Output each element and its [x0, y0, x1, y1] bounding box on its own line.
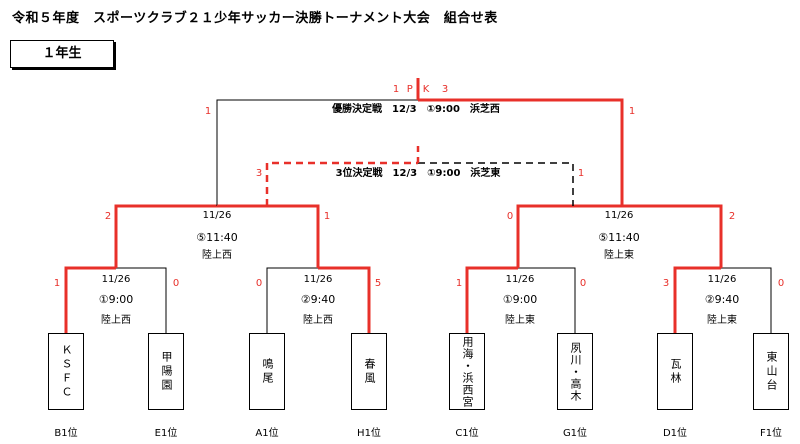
qf4-time: ②9:40	[704, 293, 740, 306]
qf4-score-left: 3	[662, 278, 670, 289]
sf2-venue: 陸上東	[604, 250, 634, 261]
qf2-score-right: 5	[374, 278, 382, 289]
sf1-left-line	[114, 204, 217, 268]
team-box-shukugawa-takagi: 夙川・高木	[557, 333, 593, 410]
team-name: 甲陽園	[160, 350, 173, 393]
third-place-label: 3位決定戦 12/3 ①9:00 浜芝東	[335, 168, 501, 179]
team-seed: D1位	[662, 428, 688, 439]
qf1-left-line	[64, 266, 116, 333]
qf1-venue: 陸上西	[101, 315, 131, 326]
qf1-time: ①9:00	[98, 293, 134, 306]
third-score-left: 3	[255, 168, 263, 179]
third-left-line	[265, 161, 418, 206]
final-left-line	[216, 99, 418, 206]
final-score-right: 1	[628, 106, 636, 117]
third-right-line	[418, 162, 574, 206]
team-name: 春風	[363, 357, 376, 386]
sf1-venue: 陸上西	[202, 250, 232, 261]
final-pk-left: 1	[392, 84, 400, 95]
final-right-line	[418, 98, 624, 206]
qf2-right-line	[318, 266, 371, 333]
team-seed: H1位	[357, 428, 381, 439]
team-box-ksfc: ＫＳＦＣ	[48, 333, 84, 410]
team-box-kawarabayashi: 瓦林	[657, 333, 693, 410]
team-name: ＫＳＦＣ	[60, 343, 73, 400]
team-box-harukaze: 春風	[351, 333, 387, 410]
qf4-score-right: 0	[777, 278, 785, 289]
sf2-score-right: 2	[728, 211, 736, 222]
sf2-time: ⑤11:40	[598, 231, 640, 244]
sf1-time: ⑤11:40	[196, 231, 238, 244]
team-seed: B1位	[54, 428, 78, 439]
team-box-koyoen: 甲陽園	[148, 333, 184, 410]
qf1-score-left: 1	[53, 278, 61, 289]
qf2-left-line	[266, 267, 318, 333]
qf1-date: 11/26	[101, 274, 131, 285]
qf4-venue: 陸上東	[707, 315, 737, 326]
page-title: 令和５年度 スポーツクラブ２１少年サッカー決勝トーナメント大会 組合せ表	[12, 11, 498, 26]
team-box-yoken-hamanishinomiya: 用海・浜西宮	[449, 333, 485, 410]
sf1-score-right: 1	[323, 211, 331, 222]
qf3-left-line	[465, 266, 518, 333]
sf1-score-left: 2	[104, 211, 112, 222]
team-name: 東山台	[765, 350, 778, 393]
final-pk-right: 3	[441, 84, 449, 95]
sf1-date: 11/26	[202, 210, 232, 221]
final-pk-label: P K	[406, 84, 430, 95]
qf4-date: 11/26	[707, 274, 737, 285]
final-label: 優勝決定戦 12/3 ①9:00 浜芝西	[332, 104, 500, 115]
grade-label: １年生	[10, 40, 114, 68]
qf3-time: ①9:00	[502, 293, 538, 306]
team-name: 鳴尾	[261, 357, 274, 386]
team-name: 用海・浜西宮	[461, 335, 474, 408]
qf3-right-line	[518, 267, 576, 333]
final-score-left: 1	[204, 106, 212, 117]
team-name: 瓦林	[669, 357, 682, 386]
team-seed: E1位	[154, 428, 178, 439]
qf2-time: ②9:40	[300, 293, 336, 306]
third-score-right: 1	[577, 168, 585, 179]
qf3-score-left: 1	[455, 278, 463, 289]
team-seed: G1位	[562, 428, 588, 439]
sf2-score-left: 0	[506, 211, 514, 222]
sf2-date: 11/26	[604, 210, 634, 221]
qf3-venue: 陸上東	[505, 315, 535, 326]
team-seed: C1位	[455, 428, 479, 439]
qf2-venue: 陸上西	[303, 315, 333, 326]
team-seed: A1位	[255, 428, 279, 439]
qf2-date: 11/26	[303, 274, 333, 285]
team-box-naruo: 鳴尾	[249, 333, 285, 410]
qf4-left-line	[673, 266, 721, 333]
team-name: 夙川・高木	[569, 341, 582, 402]
qf2-score-left: 0	[255, 278, 263, 289]
sf2-right-line	[622, 204, 723, 268]
team-seed: F1位	[759, 428, 783, 439]
qf4-right-line	[721, 267, 772, 333]
team-box-higashiyamadai: 東山台	[753, 333, 789, 410]
qf3-date: 11/26	[505, 274, 535, 285]
qf1-right-line	[116, 267, 167, 333]
qf1-score-right: 0	[172, 278, 180, 289]
qf3-score-right: 0	[579, 278, 587, 289]
